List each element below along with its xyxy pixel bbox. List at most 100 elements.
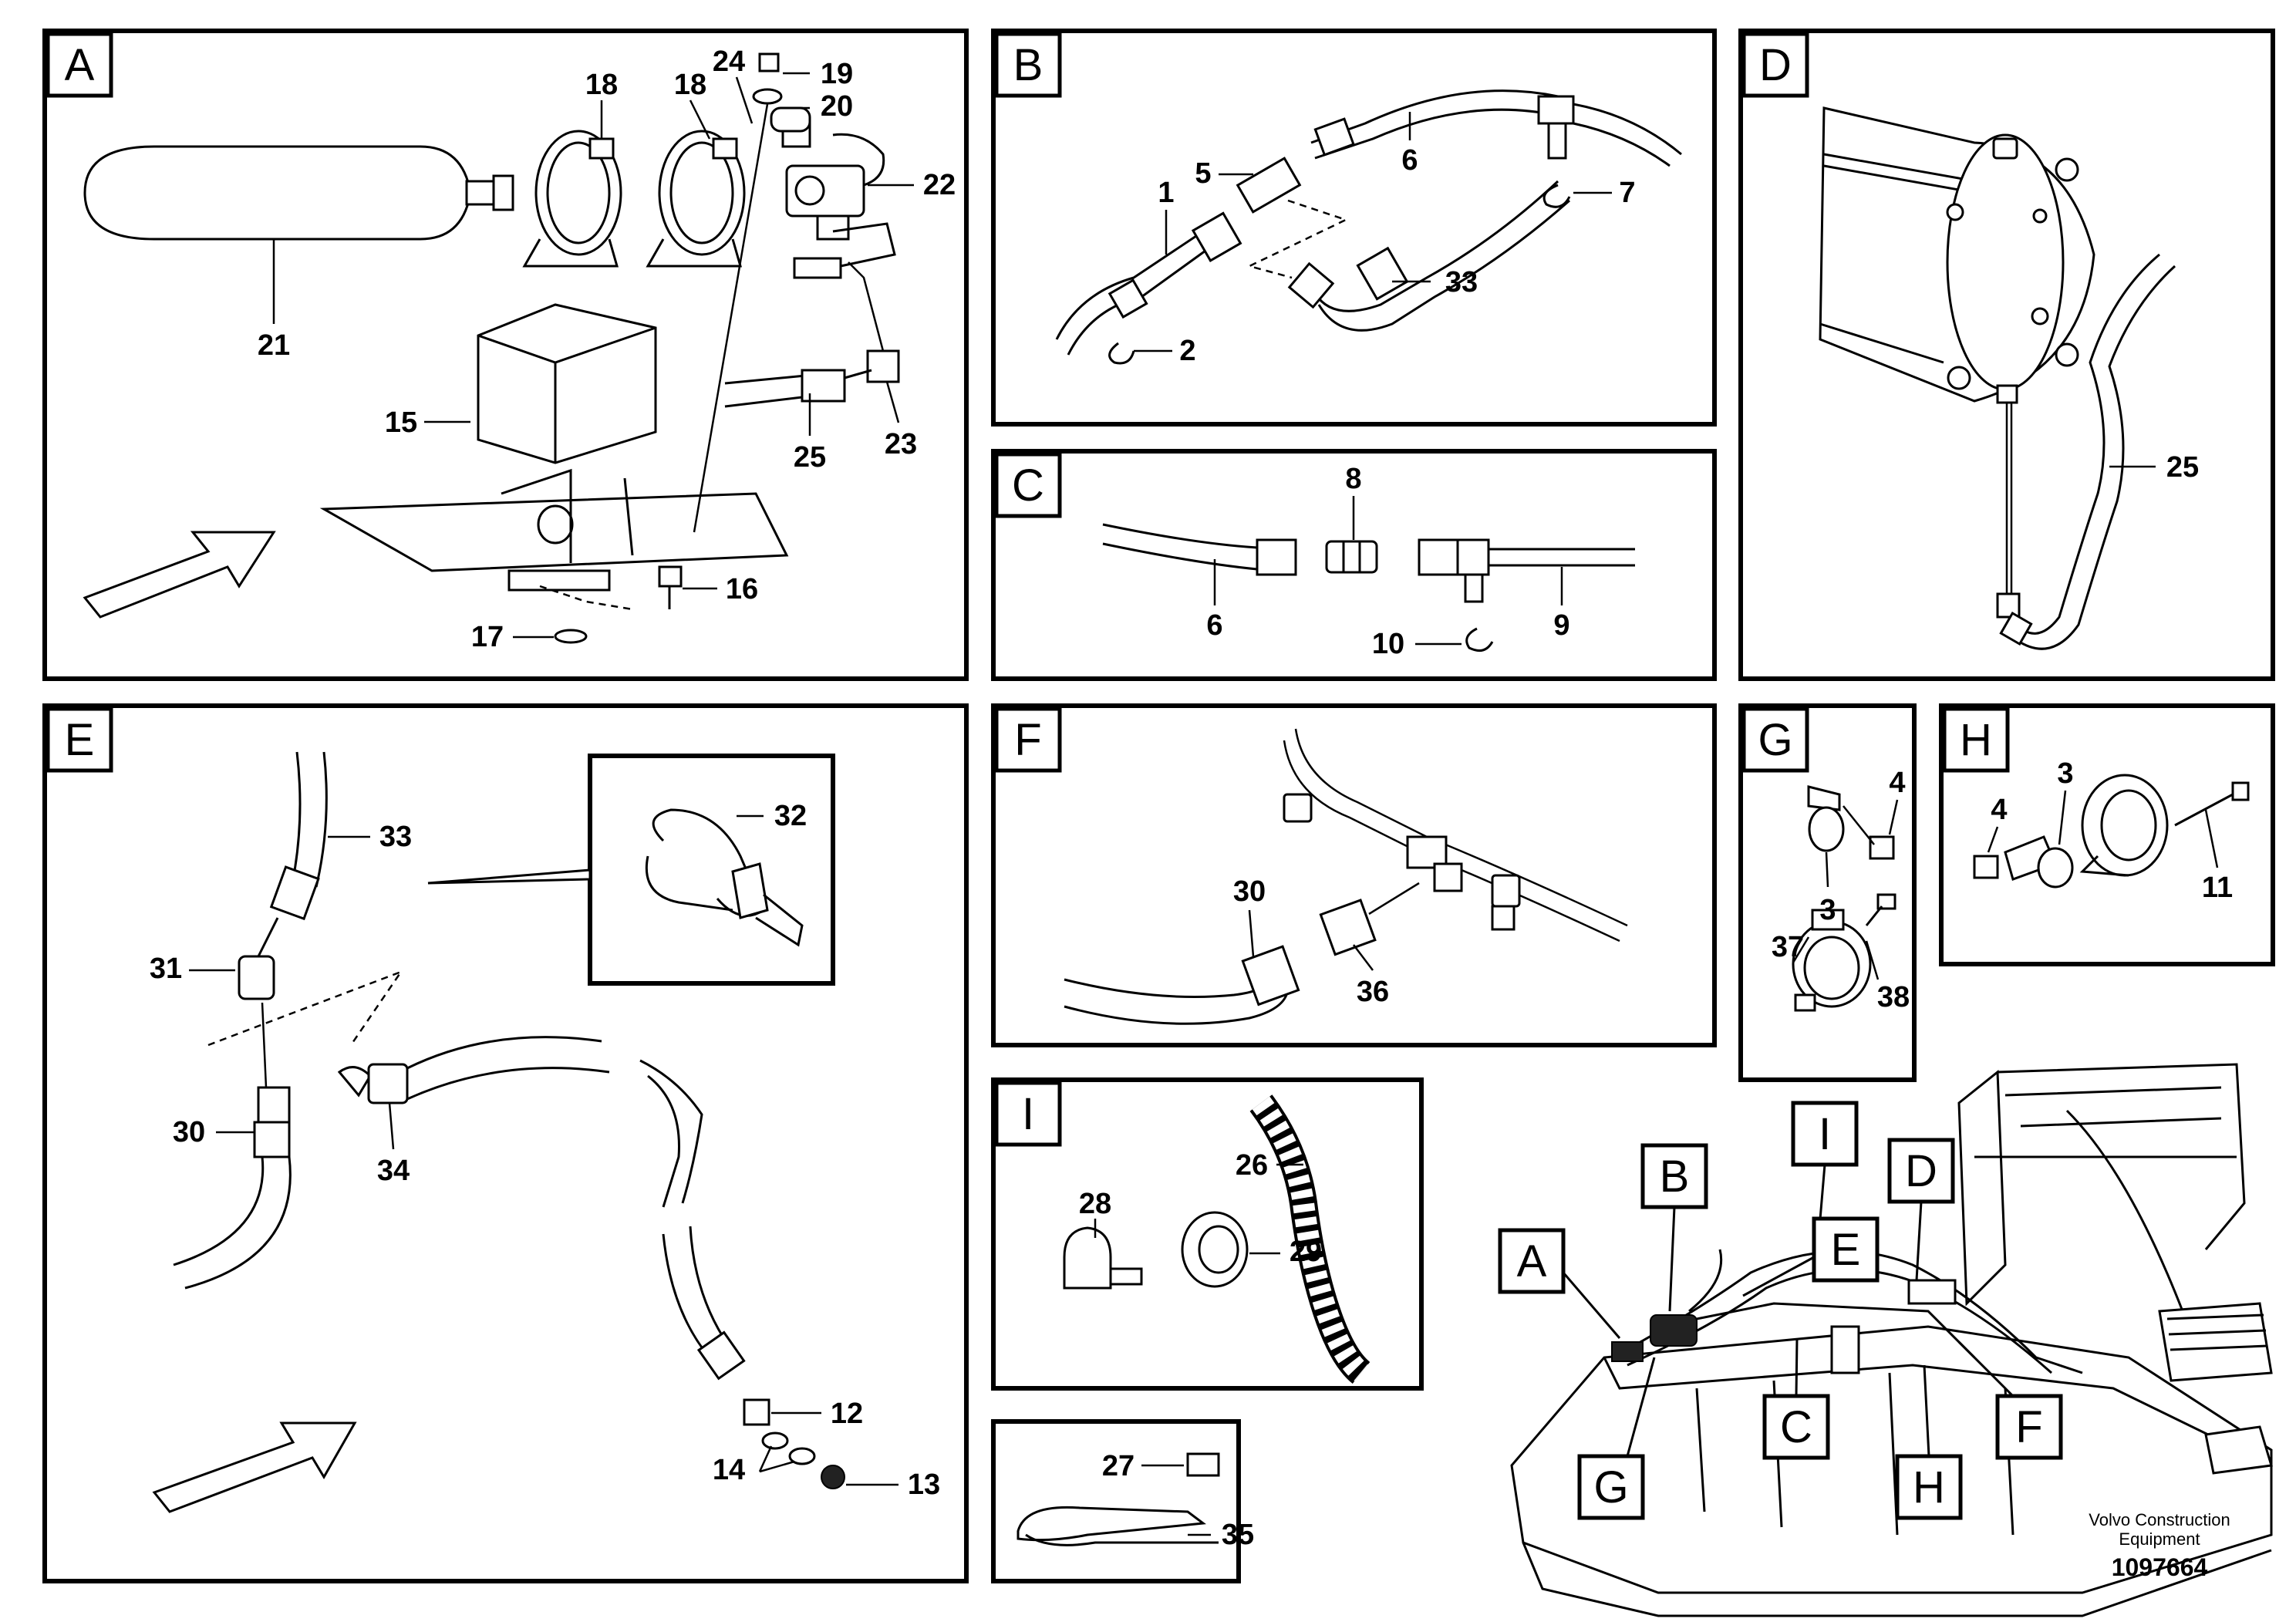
callout-10: 10 <box>1372 628 1462 660</box>
panel-b: B 1 5 6 7 <box>991 29 1717 427</box>
callout-3-g-label: 3 <box>1819 894 1836 926</box>
panel-d: D 25 <box>1738 29 2275 681</box>
overview-tag-d: D <box>1905 1146 1937 1196</box>
callout-2: 2 <box>1134 335 1196 367</box>
callout-22: 22 <box>868 169 956 201</box>
tee-top-right <box>1537 95 1575 125</box>
panel-b-tag: B <box>1013 40 1043 90</box>
callout-7: 7 <box>1573 177 1636 209</box>
svg-text:30: 30 <box>173 1116 205 1148</box>
hose-33-e <box>292 751 302 880</box>
svg-text:6: 6 <box>1206 609 1222 642</box>
callout-4-g: 4 <box>1888 767 1906 835</box>
company-name-line1: Volvo Construction <box>2089 1510 2230 1529</box>
bolt-19 <box>758 52 780 73</box>
callout-21: 21 <box>258 239 290 362</box>
svg-text:26: 26 <box>1236 1149 1268 1182</box>
callout-14: 14 <box>713 1445 795 1486</box>
panel-f: F 30 36 <box>991 703 1717 1047</box>
svg-text:38: 38 <box>1877 981 1910 1013</box>
callout-33-e: 33 <box>328 821 412 853</box>
hose-end-30-f <box>1241 945 1300 1007</box>
svg-text:34: 34 <box>377 1155 410 1187</box>
callout-17: 17 <box>471 621 554 653</box>
callout-37: 37 <box>1772 931 1810 963</box>
elbow-23 <box>866 349 900 383</box>
clip-10 <box>1465 627 1494 653</box>
callout-30-e: 30 <box>173 1116 255 1148</box>
accumulator-cylinder <box>83 145 514 241</box>
clamp-18-left <box>522 130 622 268</box>
panel-i-tag: I <box>1022 1089 1034 1139</box>
svg-text:33: 33 <box>379 821 412 853</box>
svg-text:10: 10 <box>1372 628 1404 660</box>
callout-29: 29 <box>1249 1236 1322 1268</box>
svg-text:33: 33 <box>1445 266 1478 298</box>
callout-13: 13 <box>846 1469 940 1501</box>
direction-arrow-e <box>152 1421 357 1513</box>
direction-arrow-a <box>83 531 276 619</box>
callout-35: 35 <box>1188 1519 1254 1551</box>
panel-c: C 8 6 9 10 <box>991 449 1717 681</box>
svg-text:3: 3 <box>2057 757 2073 790</box>
callout-26: 26 <box>1236 1149 1303 1182</box>
callout-1: 1 <box>1158 177 1175 255</box>
svg-text:25: 25 <box>2166 451 2199 484</box>
clip-3-h <box>2037 847 2074 889</box>
panel-e-tag: E <box>65 715 95 765</box>
panel-i: I 28 26 29 <box>991 1077 1424 1391</box>
panel-d-tag: D <box>1759 40 1792 90</box>
bracket-24 <box>770 106 811 133</box>
nipple-12 <box>743 1398 770 1426</box>
svg-text:14: 14 <box>713 1454 745 1486</box>
svg-text:8: 8 <box>1345 463 1361 495</box>
svg-text:37: 37 <box>1772 931 1804 963</box>
hose-25-d <box>2011 253 2160 635</box>
panel-h: H 3 4 11 <box>1939 703 2275 966</box>
svg-text:12: 12 <box>831 1398 863 1430</box>
svg-text:22: 22 <box>923 169 956 201</box>
svg-text:31: 31 <box>150 953 182 985</box>
callout-31: 31 <box>150 953 235 985</box>
control-box-bracket <box>319 303 789 592</box>
panel-h-tag: H <box>1960 715 1992 765</box>
plug-13 <box>821 1465 845 1489</box>
machine-overview: A B I D E C F G H <box>1498 1063 2273 1617</box>
drawing-footer: Volvo Construction Equipment 1097664 <box>2089 1510 2230 1581</box>
callout-25-d: 25 <box>2109 451 2199 484</box>
bolt-11 <box>2231 781 2250 801</box>
washer-20 <box>752 88 783 105</box>
overview-tag-b: B <box>1660 1152 1690 1202</box>
clip-2 <box>1108 342 1135 365</box>
svg-text:4: 4 <box>1991 794 2007 826</box>
hose-33-b <box>1310 180 1559 312</box>
callout-9: 9 <box>1553 567 1570 642</box>
tie-mount-27 <box>1186 1452 1220 1477</box>
svg-text:20: 20 <box>821 90 853 123</box>
svg-text:9: 9 <box>1553 609 1569 642</box>
svg-text:5: 5 <box>1195 157 1211 190</box>
drawing-number: 1097664 <box>2112 1553 2208 1581</box>
svg-text:6: 6 <box>1401 144 1418 177</box>
svg-text:4: 4 <box>1889 767 1905 799</box>
callout-5: 5 <box>1195 157 1253 190</box>
overview-tag-e: E <box>1831 1225 1861 1275</box>
tee-5 <box>1236 157 1302 214</box>
svg-text:36: 36 <box>1357 976 1389 1008</box>
bolt-4-g <box>1869 835 1895 860</box>
callout-30-f: 30 <box>1233 875 1266 957</box>
callout-6-b: 6 <box>1401 112 1418 177</box>
company-name-line2: Equipment <box>2119 1529 2200 1549</box>
callout-28: 28 <box>1079 1188 1111 1238</box>
callout-16: 16 <box>683 573 758 605</box>
svg-text:21: 21 <box>258 329 290 362</box>
svg-text:17: 17 <box>471 621 504 653</box>
callout-23: 23 <box>885 381 917 460</box>
callout-19: 19 <box>783 58 853 90</box>
svg-text:16: 16 <box>726 573 758 605</box>
svg-text:18: 18 <box>585 69 618 101</box>
panel-e: E 33 <box>42 703 969 1583</box>
union-8 <box>1325 540 1378 574</box>
hose-34 <box>406 1036 602 1070</box>
callout-34: 34 <box>377 1102 410 1187</box>
